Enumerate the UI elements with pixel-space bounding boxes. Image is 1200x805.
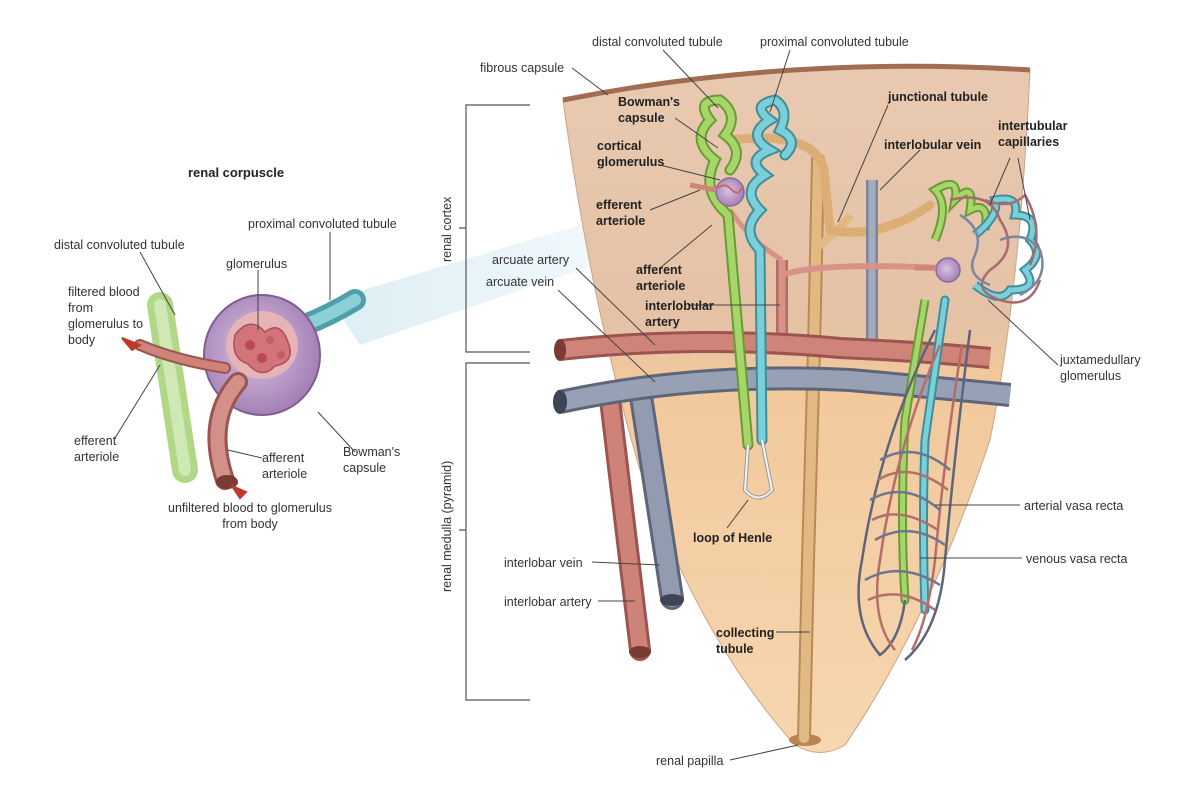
- label-interlobar-artery: interlobar artery: [504, 595, 592, 609]
- label-renal-papilla: renal papilla: [656, 754, 724, 768]
- junctional-tubule: [725, 133, 935, 237]
- label-corpuscle-bowmans-capsule: Bowman's capsule: [343, 445, 401, 475]
- region-brackets: [459, 104, 530, 701]
- renal-corpuscle-illustration: [121, 289, 366, 500]
- fibrous-capsule-edge: [562, 63, 1031, 103]
- label-corpuscle-efferent-arteriole: efferent arteriole: [74, 434, 120, 464]
- corpuscle-title: renal corpuscle: [188, 165, 285, 180]
- label-interlobar-vein: interlobar vein: [504, 556, 583, 570]
- label-corpuscle-glomerulus: glomerulus: [226, 257, 288, 271]
- label-fibrous-capsule: fibrous capsule: [480, 61, 565, 75]
- out-arrow: [121, 337, 143, 352]
- label-unfiltered-blood: unfiltered blood to glomerulus from body: [168, 501, 332, 531]
- label-renal-cortex: renal cortex: [440, 196, 454, 262]
- label-interlobular-vein: interlobular vein: [884, 138, 982, 152]
- glomerulus-tuft: [226, 311, 298, 379]
- label-arcuate-vein: arcuate vein: [486, 275, 555, 289]
- label-corpuscle-proximal-tubule: proximal convoluted tubule: [248, 217, 397, 231]
- arcuate-artery: [554, 330, 992, 369]
- label-corpuscle-afferent-arteriole: afferent arteriole: [262, 451, 308, 481]
- label-interlobular-artery: interlobular artery: [645, 299, 714, 329]
- label-intertubular-capillaries: intertubular capillaries: [998, 119, 1068, 149]
- label-renal-medulla: renal medulla (pyramid): [440, 460, 454, 592]
- in-arrow: [229, 483, 248, 500]
- cortical-nephron: [689, 94, 797, 500]
- label-distal-convoluted-tubule: distal convoluted tubule: [592, 35, 723, 49]
- label-arcuate-artery: arcuate artery: [492, 253, 570, 267]
- leader-lines: [114, 49, 1059, 761]
- cortex-bracket: [459, 104, 530, 353]
- label-efferent-arteriole: efferent arteriole: [596, 198, 646, 228]
- label-collecting-tubule: collecting tubule: [716, 626, 775, 656]
- vasa-recta: [857, 329, 972, 661]
- label-juxtamedullary-glomerulus: juxtamedullary glomerulus: [1060, 353, 1141, 383]
- label-junctional-tubule: junctional tubule: [888, 90, 988, 104]
- kidney-wedge: [562, 63, 1031, 753]
- label-filtered-blood: filtered blood from glomerulus to body: [68, 285, 144, 347]
- label-venous-vasa-recta: venous vasa recta: [1026, 552, 1128, 566]
- label-bowmans-capsule: Bowman's capsule: [618, 95, 681, 125]
- label-proximal-convoluted-tubule: proximal convoluted tubule: [760, 35, 909, 49]
- medulla-bracket: [459, 362, 530, 701]
- label-afferent-arteriole: afferent arteriole: [636, 263, 686, 293]
- label-loop-of-henle: loop of Henle: [693, 531, 773, 545]
- interlobar-vessels: [599, 378, 684, 661]
- label-corpuscle-distal-tubule: distal convoluted tubule: [54, 238, 185, 252]
- label-cortical-glomerulus: cortical glomerulus: [597, 139, 665, 169]
- label-arterial-vasa-recta: arterial vasa recta: [1024, 499, 1124, 513]
